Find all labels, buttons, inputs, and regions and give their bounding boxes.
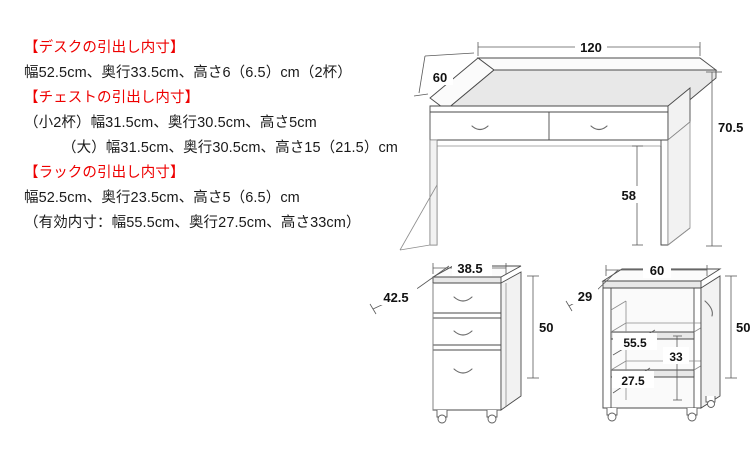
rack-depth-label: 29 — [578, 289, 592, 304]
chest-casters — [436, 410, 498, 424]
chest-depth-label: 42.5 — [383, 290, 408, 305]
rack-casters — [606, 396, 716, 422]
spec-line-desk-values: 幅52.5cm、奥行33.5cm、高さ6（6.5）cm（2杯） — [24, 65, 352, 81]
spec-line-desk-heading: 【デスクの引出し内寸】 — [24, 40, 185, 56]
chest-height-label: 50 — [539, 320, 553, 335]
specification-text-block: 【デスクの引出し内寸】 幅52.5cm、奥行33.5cm、高さ6（6.5）cm（… — [24, 36, 424, 236]
spec-line-rack-effective: （有効内寸：幅55.5cm、奥行27.5cm、高さ33cm） — [24, 215, 361, 231]
spec-line-rack-values: 幅52.5cm、奥行23.5cm、高さ5（6.5）cm — [24, 190, 300, 206]
spec-line-chest-large: （大）幅31.5cm、奥行30.5cm、高さ15（21.5）cm — [62, 140, 398, 156]
rack-drawing: 60 29 50 55.5 — [565, 261, 750, 422]
spec-line-chest-small: （小2杯）幅31.5cm、奥行30.5cm、高さ5cm — [24, 115, 317, 131]
desk-width-label: 120 — [580, 40, 602, 55]
rack-width-label: 60 — [650, 263, 664, 278]
desk-knee-height-label: 58 — [622, 188, 636, 203]
rack-height-label: 50 — [736, 320, 750, 335]
rack-inner-depth-label: 27.5 — [621, 374, 645, 388]
chest-width-label: 38.5 — [457, 261, 482, 276]
rack-inner-height-label: 33 — [669, 350, 683, 364]
desk-drawing: 120 60 70.5 58 — [399, 38, 750, 251]
desk-height-label: 70.5 — [718, 120, 743, 135]
desk-depth-label: 60 — [433, 70, 447, 85]
spec-line-chest-heading: 【チェストの引出し内寸】 — [24, 90, 200, 106]
rack-inner-width-label: 55.5 — [623, 336, 647, 350]
chest-drawing: 38.5 42.5 50 — [369, 259, 562, 424]
spec-line-rack-heading: 【ラックの引出し内寸】 — [24, 165, 185, 181]
